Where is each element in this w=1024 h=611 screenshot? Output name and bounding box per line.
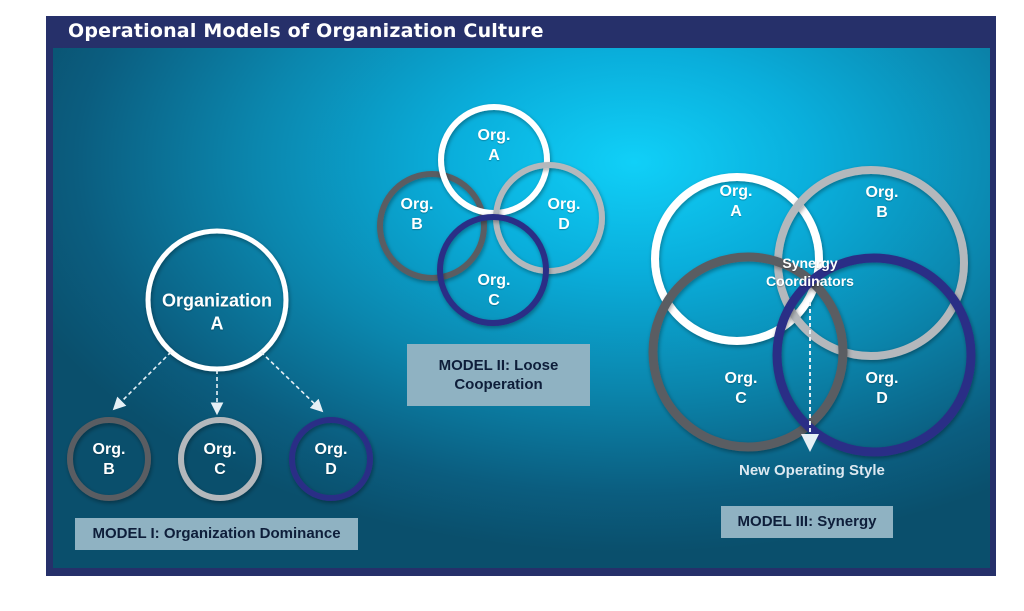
model1-org-c-circle bbox=[178, 417, 262, 501]
model3-caption: MODEL III: Synergy bbox=[721, 506, 893, 538]
model3-org-b-label: Org.B bbox=[865, 184, 899, 221]
model2-caption: MODEL II: Loose Cooperation bbox=[407, 344, 590, 406]
model1-graphic bbox=[67, 228, 373, 501]
diagram-graphics bbox=[67, 104, 976, 501]
page-title: Operational Models of Organization Cultu… bbox=[68, 20, 544, 42]
model1-caption: MODEL I: Organization Dominance bbox=[75, 518, 358, 550]
model1-org-a-circle bbox=[145, 228, 289, 372]
model2-org-d-label: Org.D bbox=[547, 196, 581, 233]
model1-arrow-d bbox=[260, 351, 324, 413]
model1-org-b-label: Org.B bbox=[92, 441, 126, 478]
new-operating-style-label: New Operating Style bbox=[739, 462, 885, 479]
model3-org-a-label: Org.A bbox=[719, 183, 753, 220]
model3-org-c-label: Org.C bbox=[724, 370, 758, 407]
model1-org-d-label: Org.D bbox=[314, 441, 348, 478]
model2-org-b-label: Org.B bbox=[400, 196, 434, 233]
model2-graphic bbox=[377, 104, 605, 326]
model3-output-arrowhead bbox=[801, 434, 819, 452]
model2-org-c-circle bbox=[437, 214, 549, 326]
model2-org-c-label: Org.C bbox=[477, 272, 511, 309]
model3-org-c-circle bbox=[648, 252, 848, 452]
model1-org-b-circle bbox=[67, 417, 151, 501]
model2-org-b-circle bbox=[377, 171, 487, 281]
model3-org-a-circle bbox=[651, 173, 823, 345]
model1-org-c-label: Org.C bbox=[203, 441, 237, 478]
model1-arrow-b bbox=[112, 351, 172, 411]
model3-org-d-label: Org.D bbox=[865, 370, 899, 407]
model2-org-a-label: Org.A bbox=[477, 127, 511, 164]
model1-org-d-circle bbox=[289, 417, 373, 501]
model3-graphic bbox=[648, 166, 976, 457]
model3-org-d-circle bbox=[772, 253, 976, 457]
